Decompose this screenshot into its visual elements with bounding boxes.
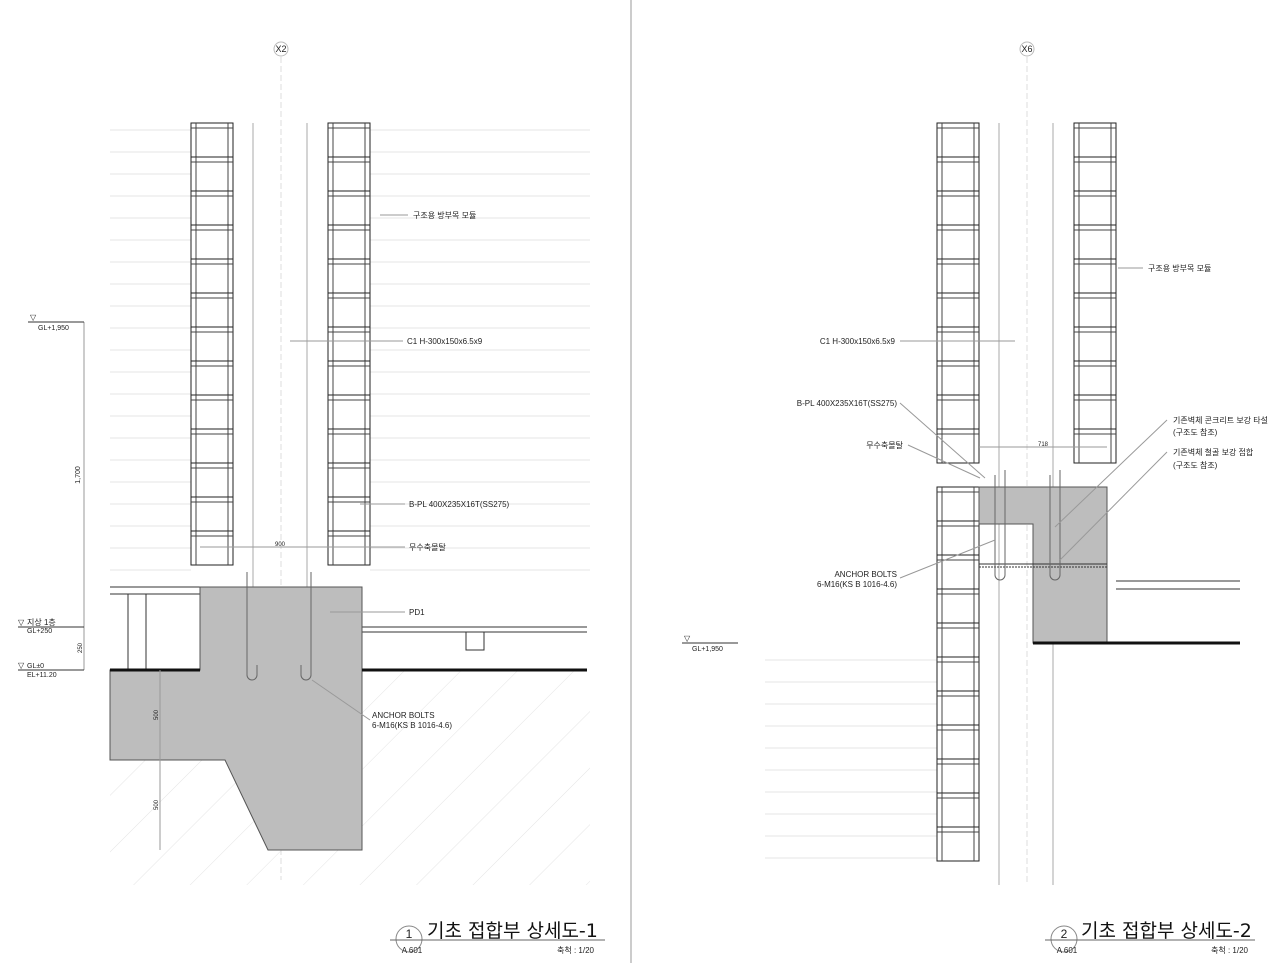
dim-depth-2: 500 (154, 799, 160, 810)
wood-module (1073, 224, 1117, 260)
reinforced-concrete (978, 486, 1108, 644)
wood-module (190, 224, 234, 260)
detail-number-2: 2 (1061, 927, 1068, 941)
wood-module (936, 826, 980, 862)
wood-module (190, 530, 234, 566)
label-steel-ref: (구조도 참조) (1173, 460, 1218, 470)
dim-width: 900 (275, 542, 286, 548)
dim-depth-1: 500 (154, 709, 160, 720)
grid-label-x6: X6 (1021, 44, 1032, 54)
label-concrete: 기존벽체 콘크리트 보강 타설 (1173, 415, 1268, 425)
label-base-plate-2: B-PL 400X235X16T(SS275) (797, 399, 898, 408)
label-column: C1 H-300x150x6.5x9 (407, 337, 483, 346)
svg-text:▽: ▽ (18, 618, 25, 627)
wood-module (327, 190, 371, 226)
wood-module (936, 792, 980, 828)
label-anchor-bolts: ANCHOR BOLTS (372, 711, 435, 720)
label-anchor-bolts-2: ANCHOR BOLTS (834, 570, 897, 579)
grid-bubble-x2 (273, 41, 289, 57)
wood-module (190, 258, 234, 294)
level-floor1: GL+250 (27, 628, 52, 635)
label-anchor-bolts-spec: 6-M16(KS B 1016-4.6) (372, 721, 452, 730)
wood-module (190, 190, 234, 226)
wood-module (936, 224, 980, 260)
wood-module (1073, 292, 1117, 328)
label-anchor-bolts-spec-2: 6-M16(KS B 1016-4.6) (817, 580, 897, 589)
label-base-plate: B-PL 400X235X16T(SS275) (409, 500, 510, 509)
wood-module-columns-2 (936, 122, 1117, 862)
level-el: EL+11.20 (27, 672, 57, 679)
label-concrete-ref: (구조도 참조) (1173, 427, 1218, 437)
wood-module (1073, 360, 1117, 396)
wood-module (1073, 394, 1117, 430)
wood-module (327, 462, 371, 498)
wood-module (936, 588, 980, 624)
wood-module (190, 428, 234, 464)
label-pedestal: PD1 (409, 608, 425, 617)
grid-label-x2: X2 (275, 44, 286, 54)
detail-1: X2 구조용 방부목 모듈 C1 H-300x150x6.5x9 (18, 41, 605, 955)
wood-module (327, 224, 371, 260)
label-grout: 무수축몰탈 (409, 542, 446, 552)
wood-module (327, 530, 371, 566)
detail-title-2: 기초 접합부 상세도-2 (1081, 920, 1252, 942)
dim-width-2: 718 (1038, 442, 1049, 448)
wood-module (190, 496, 234, 532)
wood-module (936, 622, 980, 658)
detail-2: X6 구조용 방부목 모듈 C1 H-300x150x6.5x9 B-PL 40… (682, 41, 1268, 955)
sheet-ref-2: A 601 (1057, 946, 1078, 955)
label-column-2: C1 H-300x150x6.5x9 (820, 337, 896, 346)
level-ground: GL±0 (27, 663, 44, 670)
level-floor1-name: 지상 1층 (27, 617, 56, 627)
wood-module (327, 122, 371, 158)
scale: 축척 : 1/20 (557, 946, 595, 955)
sheet-ref: A 601 (402, 946, 423, 955)
wood-module (327, 258, 371, 294)
wood-module (190, 462, 234, 498)
svg-text:▽: ▽ (18, 661, 25, 670)
wood-module (1073, 258, 1117, 294)
label-grout-2: 무수축몰탈 (866, 440, 903, 450)
svg-text:▽: ▽ (30, 313, 37, 322)
wood-module (327, 360, 371, 396)
wood-module (936, 394, 980, 430)
anchor-bolts (246, 572, 312, 681)
svg-text:▽: ▽ (684, 634, 691, 643)
detail-title: 기초 접합부 상세도-1 (427, 920, 598, 942)
scale-2: 축척 : 1/20 (1211, 946, 1249, 955)
wood-module (327, 156, 371, 192)
anchor-bolts-2 (994, 470, 1061, 581)
wood-module (936, 360, 980, 396)
wood-module (327, 326, 371, 362)
detail-number: 1 (406, 927, 413, 941)
wood-module (327, 394, 371, 430)
label-wood-module: 구조용 방부목 모듈 (413, 210, 476, 220)
dim-height: 1,700 (75, 466, 82, 484)
label-steel: 기존벽체 철골 보강 접합 (1173, 447, 1254, 457)
wood-module (1073, 156, 1117, 192)
level-top: GL+1,950 (38, 325, 69, 332)
wood-module (1073, 428, 1117, 464)
level-top-2: GL+1,950 (692, 646, 723, 653)
wood-module (327, 496, 371, 532)
dim-floor: 250 (78, 642, 84, 653)
label-wood-module-2: 구조용 방부목 모듈 (1148, 263, 1211, 273)
wood-module-columns (190, 122, 371, 566)
wood-module (190, 360, 234, 396)
wood-module (936, 486, 980, 522)
wood-module (936, 428, 980, 464)
wood-module (936, 258, 980, 294)
wood-module (936, 656, 980, 692)
wood-module (936, 122, 980, 158)
